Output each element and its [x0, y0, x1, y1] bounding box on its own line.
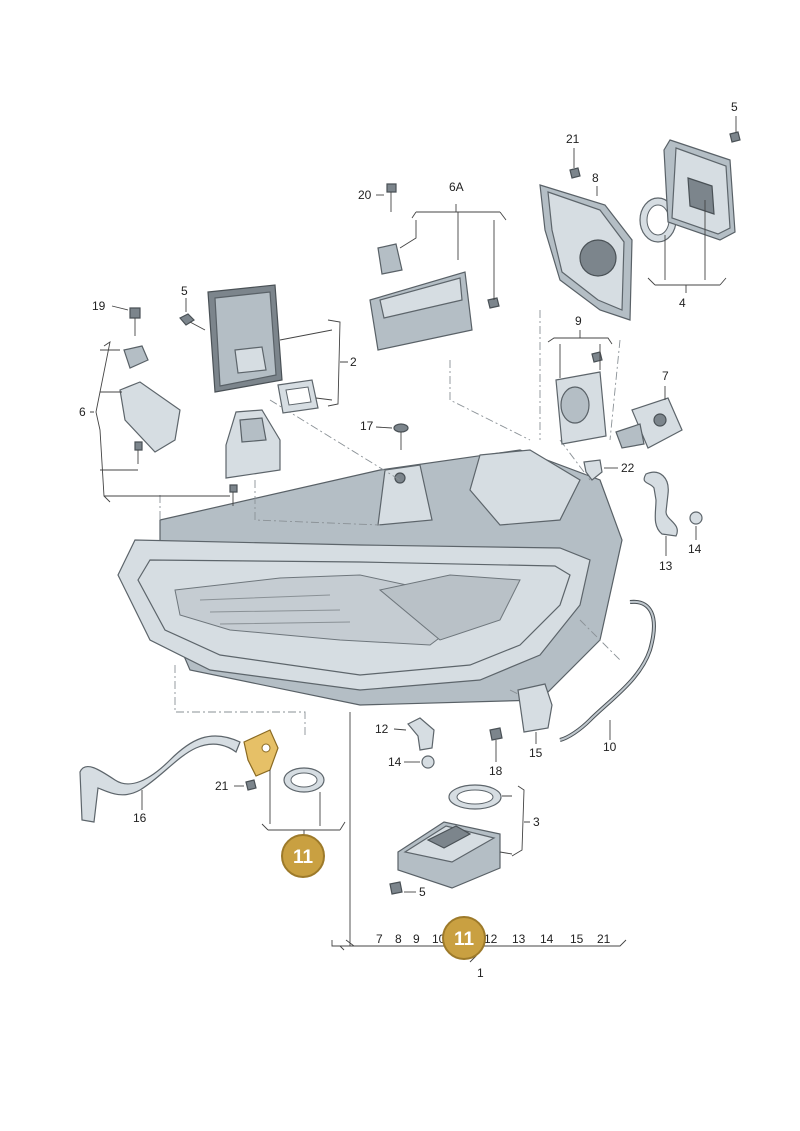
leader-lines — [90, 116, 737, 963]
part-9-socket — [555, 351, 607, 445]
assembly-item: 9 — [413, 932, 420, 946]
callout-13: 13 — [659, 559, 673, 573]
callout-12: 12 — [375, 722, 389, 736]
part-14-plug-bottom — [421, 755, 435, 769]
callout-14-right: 14 — [688, 542, 702, 556]
callout-6A: 6A — [449, 180, 464, 194]
callout-3: 3 — [533, 815, 540, 829]
part-17-screw — [393, 423, 409, 450]
callout-5-top: 5 — [731, 100, 738, 114]
headlight-housing — [117, 449, 623, 706]
highlight-badge-11-left[interactable]: 11 — [281, 834, 325, 878]
callout-14-bottom: 14 — [388, 755, 402, 769]
part-4-cover — [639, 131, 741, 243]
highlight-badge-11-assembly[interactable]: 11 — [442, 916, 486, 960]
part-15-clip — [517, 683, 553, 733]
part-10-cable — [559, 599, 656, 742]
callout-15: 15 — [529, 746, 543, 760]
screw-5-left — [179, 313, 206, 331]
part-2-module — [207, 284, 319, 414]
callout-18: 18 — [489, 764, 503, 778]
part-14-plug-top — [689, 511, 703, 525]
part-18-screw — [489, 727, 503, 741]
callout-7: 7 — [662, 369, 669, 383]
part-12-elbow — [407, 717, 435, 751]
assembly-item: 12 — [484, 932, 498, 946]
callout-9: 9 — [575, 314, 582, 328]
callout-8: 8 — [592, 171, 599, 185]
callout-19: 19 — [92, 299, 106, 313]
callout-20: 20 — [358, 188, 372, 202]
callout-10: 10 — [603, 740, 617, 754]
assembly-item: 8 — [395, 932, 402, 946]
part-13-hose — [643, 471, 678, 537]
callout-16: 16 — [133, 811, 147, 825]
part-3-control-unit — [389, 784, 502, 895]
part-6A-bracket — [369, 183, 500, 351]
assembly-item: 7 — [376, 932, 383, 946]
callout-6: 6 — [79, 405, 86, 419]
callout-4: 4 — [679, 296, 686, 310]
callout-2: 2 — [350, 355, 357, 369]
callout-22: 22 — [621, 461, 635, 475]
part-16-hose — [79, 735, 241, 823]
assembly-item: 14 — [540, 932, 554, 946]
callout-5-bottom: 5 — [419, 885, 426, 899]
assembly-item: 21 — [597, 932, 611, 946]
part-6-bracket — [119, 307, 281, 506]
callout-21-bottom: 21 — [215, 779, 229, 793]
assembly-item: 15 — [570, 932, 584, 946]
assembly-item: 13 — [512, 932, 526, 946]
part-8-cover — [539, 167, 633, 321]
callout-5-left: 5 — [181, 284, 188, 298]
callout-17: 17 — [360, 419, 374, 433]
part-11-highlight — [243, 729, 325, 793]
part-22-cap — [583, 459, 603, 481]
callout-1: 1 — [477, 966, 484, 980]
part-7-holder — [615, 397, 683, 449]
callout-21-top: 21 — [566, 132, 580, 146]
